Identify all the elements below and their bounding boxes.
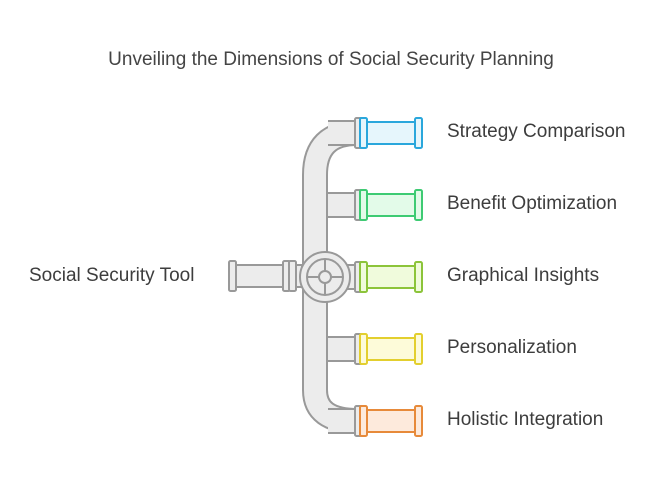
output-pipe bbox=[328, 405, 423, 437]
output-label: Benefit Optimization bbox=[447, 193, 618, 214]
output-pipe bbox=[328, 117, 423, 149]
output-pipe bbox=[328, 333, 423, 365]
source-label: Social Security Tool bbox=[29, 265, 195, 286]
output-label: Holistic Integration bbox=[447, 409, 604, 430]
output-pipe bbox=[328, 189, 423, 221]
diagram-title: Unveiling the Dimensions of Social Secur… bbox=[108, 49, 554, 70]
output-label: Graphical Insights bbox=[447, 265, 600, 286]
valve-icon bbox=[299, 251, 351, 303]
input-pipe bbox=[228, 260, 303, 292]
output-label: Strategy Comparison bbox=[447, 121, 626, 142]
output-label: Personalization bbox=[447, 337, 577, 358]
